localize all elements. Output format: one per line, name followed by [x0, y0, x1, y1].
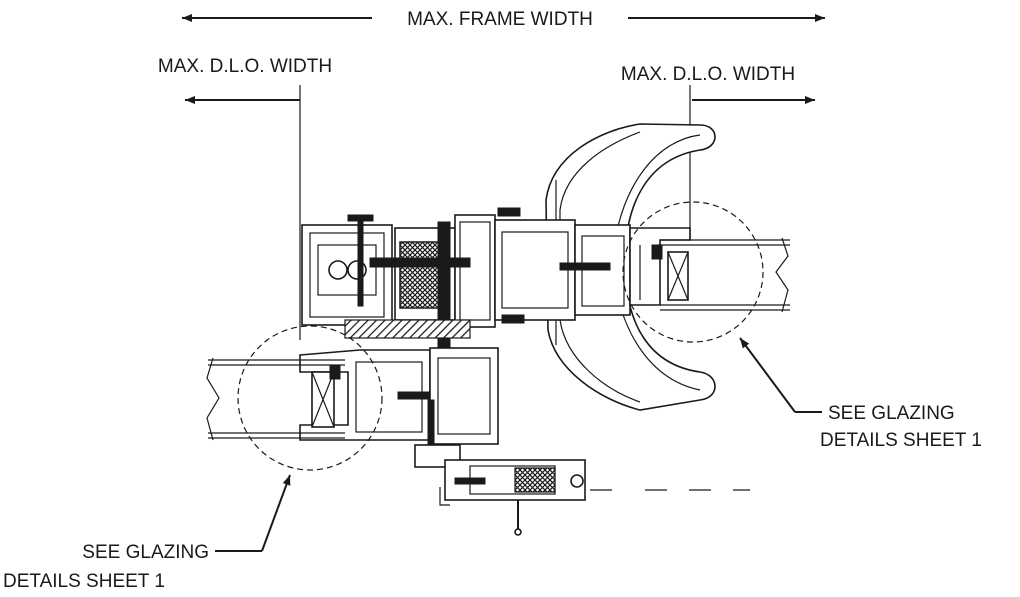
- callout-left: SEE GLAZING DETAILS SHEET 1: [3, 474, 291, 592]
- callout-left-line2: DETAILS SHEET 1: [3, 571, 165, 592]
- dlo-right-dimension: MAX. D.L.O. WIDTH: [621, 64, 815, 240]
- dlo-left-dimension: MAX. D.L.O. WIDTH: [158, 56, 332, 340]
- thermal-break-block: [399, 241, 445, 309]
- callout-left-line1: SEE GLAZING: [82, 542, 209, 563]
- glazing-detail-circle-left: [237, 325, 383, 471]
- upper-frame-assembly: [301, 207, 691, 363]
- callout-right-line2: DETAILS SHEET 1: [820, 430, 982, 451]
- dlo-right-label: MAX. D.L.O. WIDTH: [621, 64, 795, 85]
- glazing-detail-circle-right: [622, 201, 764, 343]
- callout-right-line1: SEE GLAZING: [828, 403, 955, 424]
- callout-right: SEE GLAZING DETAILS SHEET 1: [739, 337, 982, 451]
- lower-frame-assembly: [299, 347, 499, 468]
- callout-left-leader: [261, 474, 291, 552]
- frame-width-label: MAX. FRAME WIDTH: [407, 9, 593, 30]
- right-glazing-unit: [651, 237, 790, 313]
- frame-width-dimension: MAX. FRAME WIDTH: [182, 9, 825, 30]
- dlo-left-label: MAX. D.L.O. WIDTH: [158, 56, 332, 77]
- left-glazing-unit: [206, 357, 345, 441]
- blind-assembly: [439, 459, 750, 536]
- callout-right-leader: [739, 337, 796, 413]
